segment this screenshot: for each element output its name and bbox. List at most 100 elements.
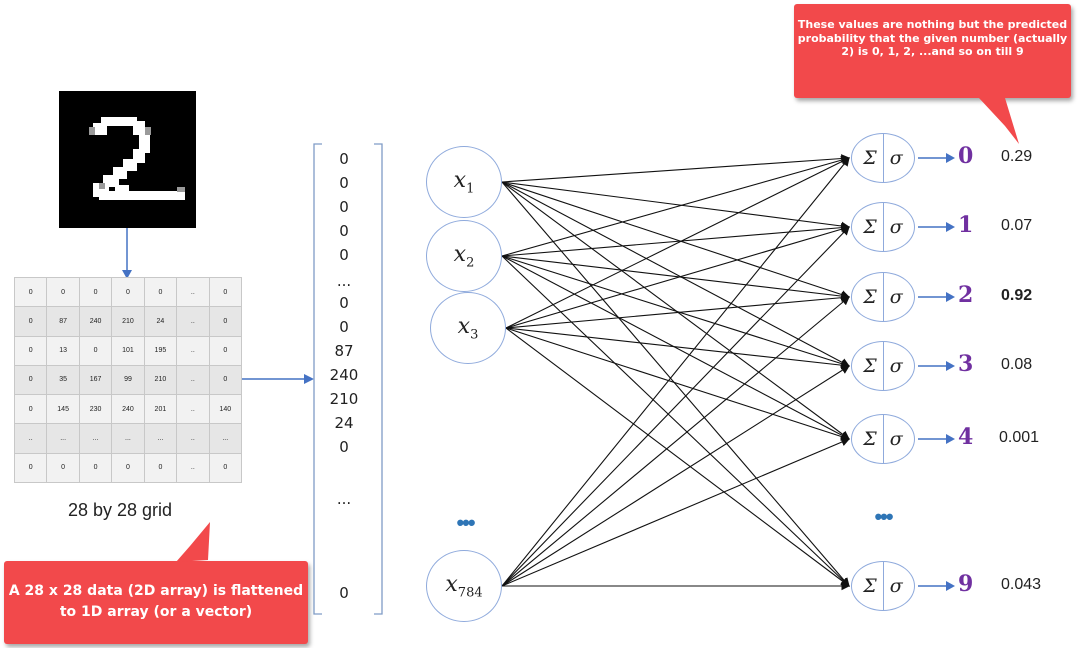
- input-neuron-label: x3: [458, 314, 479, 342]
- connection-line: [501, 181, 850, 367]
- grid-cell: ..: [176, 276, 210, 308]
- grid-cell: 0: [13, 276, 48, 308]
- vector-value: 24: [334, 414, 354, 432]
- output-arrow: [918, 222, 955, 232]
- output-digit: 9: [958, 571, 974, 597]
- grid-cell: ..: [176, 364, 210, 396]
- neuron-divider: [882, 273, 884, 321]
- connection-line: [501, 181, 850, 587]
- flatten-callout: A 28 x 28 data (2D array) is flattened t…: [4, 561, 308, 644]
- connection-line: [501, 365, 850, 587]
- image-to-grid-arrow: [122, 228, 132, 279]
- grid-caption: 28 by 28 grid: [67, 500, 173, 520]
- sigma-symbol: σ: [889, 147, 903, 169]
- output-digit: 4: [958, 424, 974, 450]
- neuron-divider: [882, 134, 884, 182]
- vector-value: 0: [339, 438, 349, 456]
- connection-line: [501, 255, 850, 440]
- connection-line: [505, 224, 851, 329]
- input-symbol: x: [453, 241, 467, 267]
- vector-value: 240: [329, 366, 359, 384]
- connection-line: [501, 255, 851, 301]
- vector-value: ...: [336, 490, 352, 508]
- connection-line: [501, 226, 850, 587]
- input-symbol: x: [445, 571, 458, 597]
- output-arrow: [918, 434, 955, 444]
- connection-line: [501, 155, 851, 257]
- input-neuron-label: x784: [445, 572, 482, 600]
- output-digit: 2: [958, 282, 974, 308]
- neuron-divider: [882, 562, 884, 610]
- probability-callout-pointer: [979, 98, 1019, 144]
- grid-cell: 140: [208, 394, 243, 425]
- output-probability: 0.92: [1001, 287, 1033, 304]
- input-neuron: x2: [426, 220, 502, 292]
- connection-line: [501, 181, 851, 231]
- input-ellipsis: •••: [456, 510, 475, 535]
- output-ellipsis: •••: [874, 504, 893, 529]
- vector-value: 0: [339, 174, 349, 192]
- sum-symbol: Σ: [863, 147, 877, 169]
- grid-cell: ..: [13, 423, 48, 454]
- grid-cell: ...: [111, 423, 145, 454]
- connection-line: [501, 255, 851, 368]
- sum-symbol: Σ: [863, 575, 877, 597]
- input-neuron: x1: [426, 146, 502, 218]
- output-probability: 0.29: [1001, 148, 1033, 165]
- vector-value: 87: [334, 342, 354, 360]
- output-probability: 0.07: [1001, 217, 1033, 234]
- connection-line: [505, 157, 850, 329]
- vector-value: 0: [339, 318, 349, 336]
- connection-line: [501, 157, 850, 587]
- grid-cell: 0: [143, 276, 178, 308]
- grid-cell: 0: [208, 276, 243, 308]
- vector-value: 0: [339, 198, 349, 216]
- grid-cell: 87: [46, 306, 80, 337]
- connection-line: [501, 296, 850, 587]
- vector-value: ...: [336, 272, 352, 290]
- output-probability: 0.08: [1001, 356, 1033, 373]
- grid-cell: 0: [13, 452, 48, 484]
- grid-cell: 0: [46, 276, 80, 308]
- input-neuron: x3: [430, 292, 506, 364]
- grid-cell: 0: [78, 335, 113, 366]
- vector-value: 0: [339, 222, 349, 240]
- grid-cell: ...: [208, 423, 243, 454]
- probability-callout: These values are nothing but the predict…: [794, 4, 1071, 98]
- connection-line: [505, 327, 850, 587]
- output-arrow: [918, 153, 955, 163]
- vector-bracket: [313, 143, 383, 615]
- vector-value: 0: [339, 150, 349, 168]
- connection-line: [501, 154, 851, 183]
- grid-cell: ..: [176, 423, 210, 454]
- input-subscript: 784: [457, 585, 483, 601]
- vector-value: 210: [329, 390, 359, 408]
- neuron-divider: [882, 203, 884, 251]
- grid-cell: 0: [13, 335, 48, 366]
- grid-cell: ..: [176, 394, 210, 425]
- connection-line: [501, 255, 850, 587]
- neuron-divider: [882, 415, 884, 463]
- sigma-symbol: σ: [889, 428, 903, 450]
- output-probability: 0.043: [1001, 576, 1042, 593]
- connection-line: [505, 327, 851, 370]
- grid-cell: 0: [208, 452, 243, 484]
- sum-symbol: Σ: [863, 216, 877, 238]
- grid-cell: 0: [111, 452, 145, 484]
- input-neuron-label: x2: [454, 242, 475, 270]
- grid-cell: 0: [13, 364, 48, 396]
- connection-line: [501, 223, 851, 257]
- output-arrow: [918, 292, 955, 302]
- sum-symbol: Σ: [863, 428, 877, 450]
- sigma-symbol: σ: [889, 575, 903, 597]
- vector-value: 0: [339, 246, 349, 264]
